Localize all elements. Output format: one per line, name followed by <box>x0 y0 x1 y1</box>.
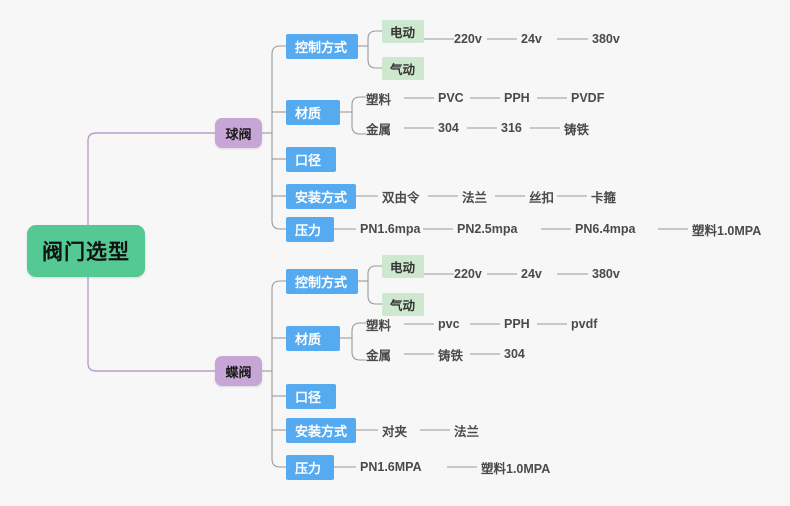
category-control-mode-ball[interactable]: 控制方式 <box>286 34 358 59</box>
leaf-electric-butterfly[interactable]: 电动 <box>382 255 424 278</box>
leaf-flange-ball[interactable]: 法兰 <box>462 190 488 205</box>
leaf-24v-butterfly[interactable]: 24v <box>521 267 542 281</box>
leaf-pn64-ball[interactable]: PN6.4mpa <box>575 222 636 236</box>
leaf-380v-ball[interactable]: 380v <box>592 32 620 46</box>
category-pressure-ball[interactable]: 压力 <box>286 217 334 242</box>
branch-node-ball-valve[interactable]: 球阀 <box>215 118 262 148</box>
leaf-220v-ball[interactable]: 220v <box>454 32 482 46</box>
leaf-380v-butterfly[interactable]: 380v <box>592 267 620 281</box>
category-installation-ball[interactable]: 安装方式 <box>286 184 356 209</box>
leaf-double-union-ball[interactable]: 双由令 <box>382 190 420 205</box>
leaf-pph-ball[interactable]: PPH <box>504 91 530 105</box>
branch-node-butterfly-valve[interactable]: 蝶阀 <box>215 356 262 386</box>
leaf-plastic-ball[interactable]: 塑料 <box>366 92 392 107</box>
leaf-304-butterfly[interactable]: 304 <box>504 347 525 361</box>
leaf-clamp-ball[interactable]: 卡箍 <box>591 190 617 205</box>
leaf-flange-butterfly[interactable]: 法兰 <box>454 424 480 439</box>
category-material-ball[interactable]: 材质 <box>286 100 340 125</box>
leaf-pn16-ball[interactable]: PN1.6mpa <box>360 222 421 236</box>
category-installation-butterfly[interactable]: 安装方式 <box>286 418 356 443</box>
leaf-plastic-10mpa-butterfly[interactable]: 塑料1.0MPA <box>481 461 551 476</box>
leaf-pvdf-ball[interactable]: PVDF <box>571 91 605 105</box>
leaf-220v-butterfly[interactable]: 220v <box>454 267 482 281</box>
category-pressure-butterfly[interactable]: 压力 <box>286 455 334 480</box>
category-bore-ball[interactable]: 口径 <box>286 147 336 172</box>
leaf-pneumatic-ball[interactable]: 气动 <box>382 57 424 80</box>
leaf-304-ball[interactable]: 304 <box>438 121 459 135</box>
leaf-cast-iron-ball[interactable]: 铸铁 <box>564 122 590 137</box>
category-material-butterfly[interactable]: 材质 <box>286 326 340 351</box>
leaf-metal-butterfly[interactable]: 金属 <box>366 348 392 363</box>
leaf-cast-iron-butterfly[interactable]: 铸铁 <box>438 348 464 363</box>
leaf-plastic-butterfly[interactable]: 塑料 <box>366 318 392 333</box>
leaf-pvc-butterfly[interactable]: pvc <box>438 317 460 331</box>
leaf-thread-ball[interactable]: 丝扣 <box>529 190 555 205</box>
leaf-metal-ball[interactable]: 金属 <box>366 122 392 137</box>
leaf-pn25-ball[interactable]: PN2.5mpa <box>457 222 518 236</box>
leaf-plastic-10mpa-ball[interactable]: 塑料1.0MPA <box>692 223 762 238</box>
leaf-pvc-ball[interactable]: PVC <box>438 91 464 105</box>
leaf-electric-ball[interactable]: 电动 <box>382 20 424 43</box>
leaf-pn16-butterfly[interactable]: PN1.6MPA <box>360 460 422 474</box>
leaf-pph-butterfly[interactable]: PPH <box>504 317 530 331</box>
category-bore-butterfly[interactable]: 口径 <box>286 384 336 409</box>
leaf-pneumatic-butterfly[interactable]: 气动 <box>382 293 424 316</box>
leaf-316-ball[interactable]: 316 <box>501 121 522 135</box>
root-node[interactable]: 阀门选型 <box>27 225 145 277</box>
leaf-24v-ball[interactable]: 24v <box>521 32 542 46</box>
leaf-pvdf-butterfly[interactable]: pvdf <box>571 317 598 331</box>
category-control-mode-butterfly[interactable]: 控制方式 <box>286 269 358 294</box>
leaf-wafer-butterfly[interactable]: 对夹 <box>382 424 408 439</box>
